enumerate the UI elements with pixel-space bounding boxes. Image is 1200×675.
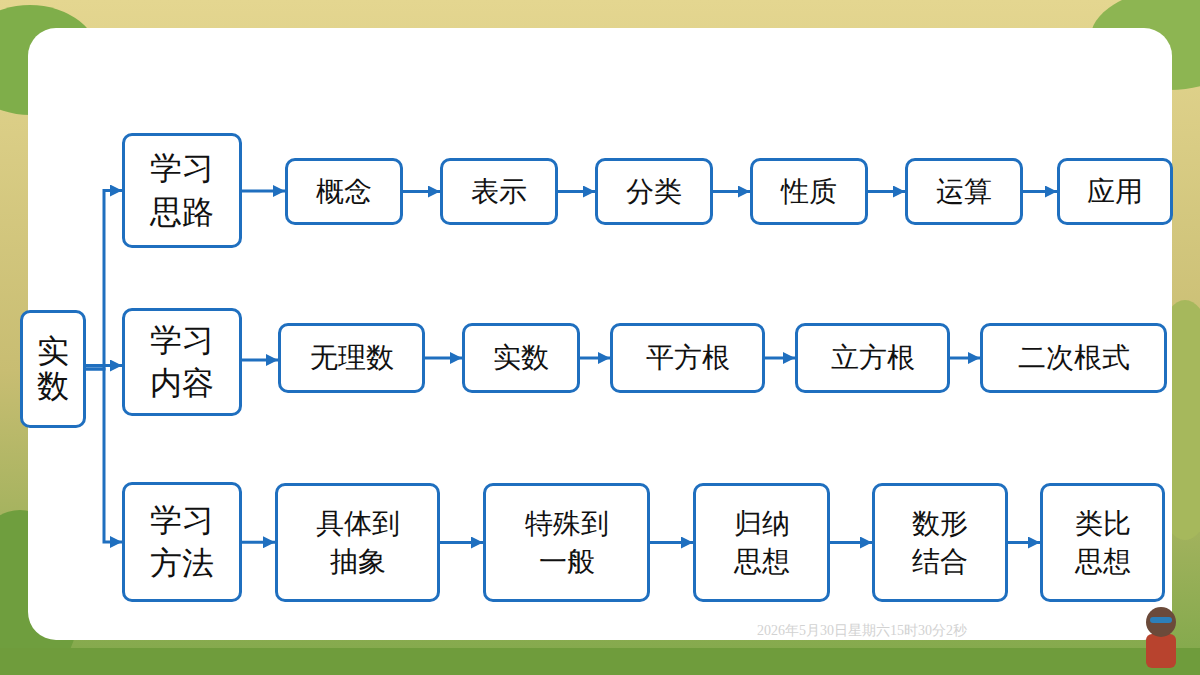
method-box: 类比 思想 — [1040, 483, 1165, 602]
step-box: 运算 — [905, 158, 1023, 225]
node-text: 性质 — [781, 173, 837, 211]
method-box: 具体到 抽象 — [275, 483, 440, 602]
node-text: 类比 思想 — [1069, 505, 1136, 581]
category-box: 学习 方法 — [122, 482, 242, 602]
category-box: 学习 内容 — [122, 308, 242, 416]
flow-arrow — [425, 357, 462, 360]
flow-arrow — [86, 369, 122, 542]
step-box: 实数 — [462, 323, 580, 393]
step-box: 概念 — [285, 158, 403, 225]
method-box: 特殊到 一般 — [483, 483, 650, 602]
node-text: 数形 结合 — [906, 505, 973, 581]
step-box: 应用 — [1057, 158, 1173, 225]
node-text: 概念 — [316, 173, 372, 211]
method-box: 归纳 思想 — [693, 483, 830, 602]
node-text: 实数 — [37, 334, 69, 404]
step-box: 表示 — [440, 158, 558, 225]
node-text: 二次根式 — [1018, 339, 1130, 377]
node-text: 学习 方法 — [144, 499, 221, 585]
step-box: 平方根 — [610, 323, 765, 393]
method-box: 数形 结合 — [872, 483, 1008, 602]
figure-body — [1146, 634, 1176, 668]
node-text: 分类 — [626, 173, 682, 211]
node-text: 学习 思路 — [144, 147, 221, 233]
node-text: 立方根 — [831, 339, 915, 377]
content-panel — [28, 28, 1172, 640]
ground-band — [0, 648, 1200, 675]
step-box: 性质 — [750, 158, 868, 225]
node-text: 表示 — [471, 173, 527, 211]
node-text: 运算 — [936, 173, 992, 211]
node-text: 归纳 思想 — [728, 505, 795, 581]
flow-arrow — [868, 190, 905, 193]
flow-arrow — [403, 190, 440, 193]
node-text: 特殊到 一般 — [519, 505, 614, 581]
flow-arrow — [242, 541, 275, 544]
flow-arrow — [86, 191, 122, 370]
node-text: 具体到 抽象 — [310, 505, 405, 581]
watermark-timestamp: 2026年5月30日星期六15时30分2秒 — [757, 622, 967, 640]
step-box: 立方根 — [795, 323, 950, 393]
node-text: 实数 — [493, 339, 549, 377]
flow-arrow — [950, 357, 980, 360]
flow-arrow — [1008, 541, 1040, 544]
flow-arrow — [650, 541, 693, 544]
flow-arrow — [713, 190, 750, 193]
root-box: 实数 — [20, 310, 86, 428]
category-box: 学习 思路 — [122, 133, 242, 248]
node-text: 应用 — [1087, 173, 1143, 211]
flow-arrow — [440, 541, 483, 544]
flow-arrow — [86, 364, 122, 367]
flow-arrow — [558, 190, 595, 193]
flow-arrow — [765, 357, 795, 360]
flow-arrow — [580, 357, 610, 360]
figure-mask — [1150, 617, 1172, 623]
step-box: 无理数 — [278, 323, 425, 393]
figure-head — [1146, 607, 1176, 637]
node-text: 平方根 — [646, 339, 730, 377]
flow-arrow — [1023, 190, 1057, 193]
flow-arrow — [830, 541, 872, 544]
flow-arrow — [242, 359, 278, 362]
cartoon-figure — [1146, 607, 1176, 668]
flow-arrow — [242, 190, 285, 193]
node-text: 学习 内容 — [144, 319, 221, 405]
step-box: 二次根式 — [980, 323, 1167, 393]
node-text: 无理数 — [310, 339, 394, 377]
step-box: 分类 — [595, 158, 713, 225]
